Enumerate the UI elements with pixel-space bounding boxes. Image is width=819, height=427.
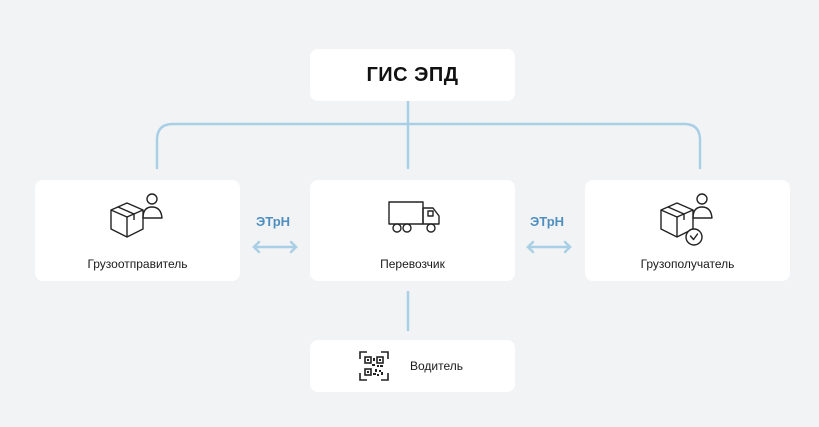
connector-branch — [155, 122, 702, 170]
truck-icon — [388, 201, 440, 233]
etrn-label-right: ЭТрН — [530, 214, 565, 229]
driver-card: Водитель — [310, 340, 515, 392]
carrier-label: Перевозчик — [380, 257, 445, 271]
shipper-card: Грузоотправитель — [35, 180, 240, 281]
double-arrow-left — [252, 240, 298, 254]
shipper-label: Грузоотправитель — [87, 257, 188, 271]
carrier-card: Перевозчик — [310, 180, 515, 281]
driver-label: Водитель — [410, 359, 464, 373]
shipper-icon — [110, 193, 163, 238]
gis-epd-title: ГИС ЭПД — [366, 63, 459, 86]
double-arrow-right — [526, 240, 572, 254]
consignee-icon — [660, 193, 713, 246]
qr-code-icon — [359, 351, 389, 381]
etrn-label-left: ЭТрН — [256, 214, 291, 229]
gis-epd-card: ГИС ЭПД — [310, 49, 515, 101]
consignee-card: Грузополучатель — [585, 180, 790, 281]
consignee-label: Грузополучатель — [640, 257, 735, 271]
